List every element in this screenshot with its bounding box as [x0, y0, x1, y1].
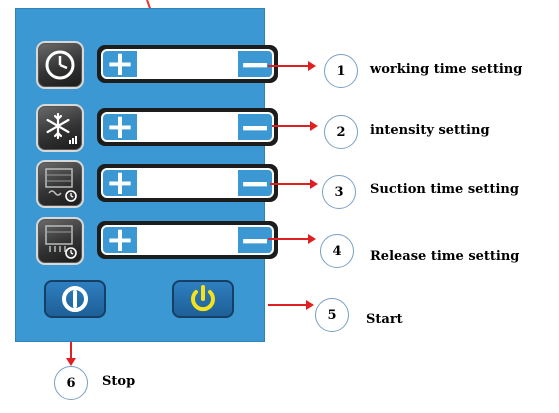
callout-3-label: Suction time setting [370, 182, 519, 197]
callout-6-label: Stop [102, 374, 136, 389]
release-time-value-field[interactable] [137, 227, 238, 253]
suction-time-minus-button[interactable]: − [239, 161, 271, 205]
clock-icon [36, 41, 84, 89]
control-panel: + − + [15, 8, 278, 342]
intensity-minus-button[interactable]: − [239, 105, 271, 149]
power-icon-white [62, 286, 88, 312]
suction-timer-icon [36, 160, 84, 208]
release-time-plus-button[interactable]: + [105, 220, 135, 260]
arrow-2 [272, 121, 318, 131]
callout-4-label: Release time setting [370, 249, 520, 264]
arrow-5 [268, 300, 314, 310]
callout-6-circle: 6 [54, 366, 88, 400]
working-time-minus-button[interactable]: − [239, 42, 271, 86]
callout-2-label: intensity setting [370, 123, 490, 138]
intensity-stepper: + − [97, 105, 278, 149]
callout-3-circle: 3 [322, 175, 356, 209]
start-button[interactable] [172, 280, 234, 318]
intensity-plus-button[interactable]: + [105, 107, 135, 147]
suction-time-stepper: + − [97, 161, 278, 205]
arrow-6 [66, 342, 76, 366]
arrow-4 [268, 234, 316, 244]
arrow-3 [270, 179, 318, 189]
callout-5-label: Start [366, 312, 403, 327]
stop-button[interactable] [44, 280, 106, 318]
callout-1-label: working time setting [370, 62, 523, 77]
working-time-value-field[interactable] [137, 51, 238, 77]
snowflake-intensity-icon [36, 104, 84, 152]
release-time-stepper: + − [97, 218, 278, 262]
arrow-1 [268, 61, 316, 71]
callout-4-circle: 4 [320, 234, 354, 268]
power-icon-yellow [191, 285, 215, 312]
callout-1-circle: 1 [324, 54, 358, 88]
working-time-stepper: + − [97, 42, 278, 86]
intensity-value-field[interactable] [137, 114, 238, 140]
release-time-minus-button[interactable]: − [239, 218, 271, 262]
working-time-plus-button[interactable]: + [105, 44, 135, 84]
callout-2-circle: 2 [324, 115, 358, 149]
callout-5-circle: 5 [315, 298, 349, 332]
suction-time-plus-button[interactable]: + [105, 163, 135, 203]
release-timer-icon [36, 217, 84, 265]
suction-time-value-field[interactable] [137, 170, 238, 196]
